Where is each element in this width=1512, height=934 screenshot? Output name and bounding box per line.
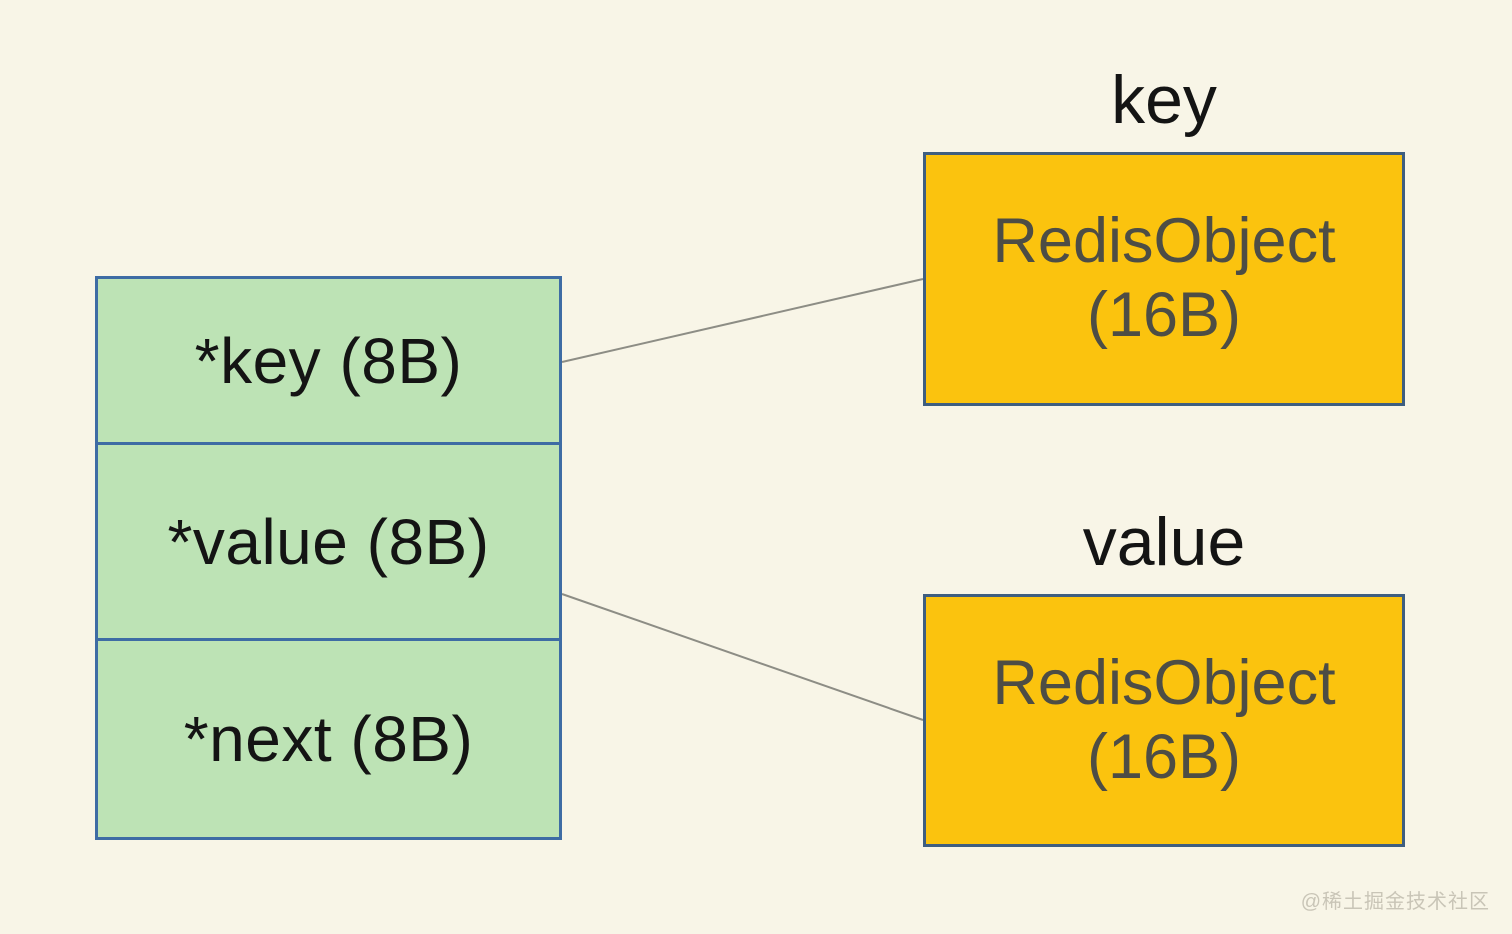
redisobject-value-size: (16B): [1086, 721, 1242, 792]
dictentry-struct: *key (8B) *value (8B) *next (8B): [95, 276, 562, 840]
struct-row-key: *key (8B): [98, 279, 559, 442]
connector-line-key: [561, 278, 924, 363]
redisobject-value-name: RedisObject: [992, 647, 1336, 718]
redisobject-value-box: RedisObject (16B): [923, 594, 1405, 847]
connector-line-value: [561, 593, 924, 721]
value-label: value: [1082, 504, 1246, 580]
struct-row-value-label: *value (8B): [167, 505, 490, 578]
redisobject-key-box: RedisObject (16B): [923, 152, 1405, 406]
struct-row-value: *value (8B): [98, 442, 559, 638]
key-label: key: [1111, 62, 1217, 138]
watermark: @稀土掘金技术社区: [1300, 891, 1490, 913]
struct-row-key-label: *key (8B): [194, 324, 463, 397]
redisobject-key-size: (16B): [1086, 280, 1242, 350]
struct-row-next-label: *next (8B): [183, 703, 474, 776]
redisobject-key-name: RedisObject: [992, 206, 1336, 277]
struct-row-next: *next (8B): [98, 638, 559, 837]
